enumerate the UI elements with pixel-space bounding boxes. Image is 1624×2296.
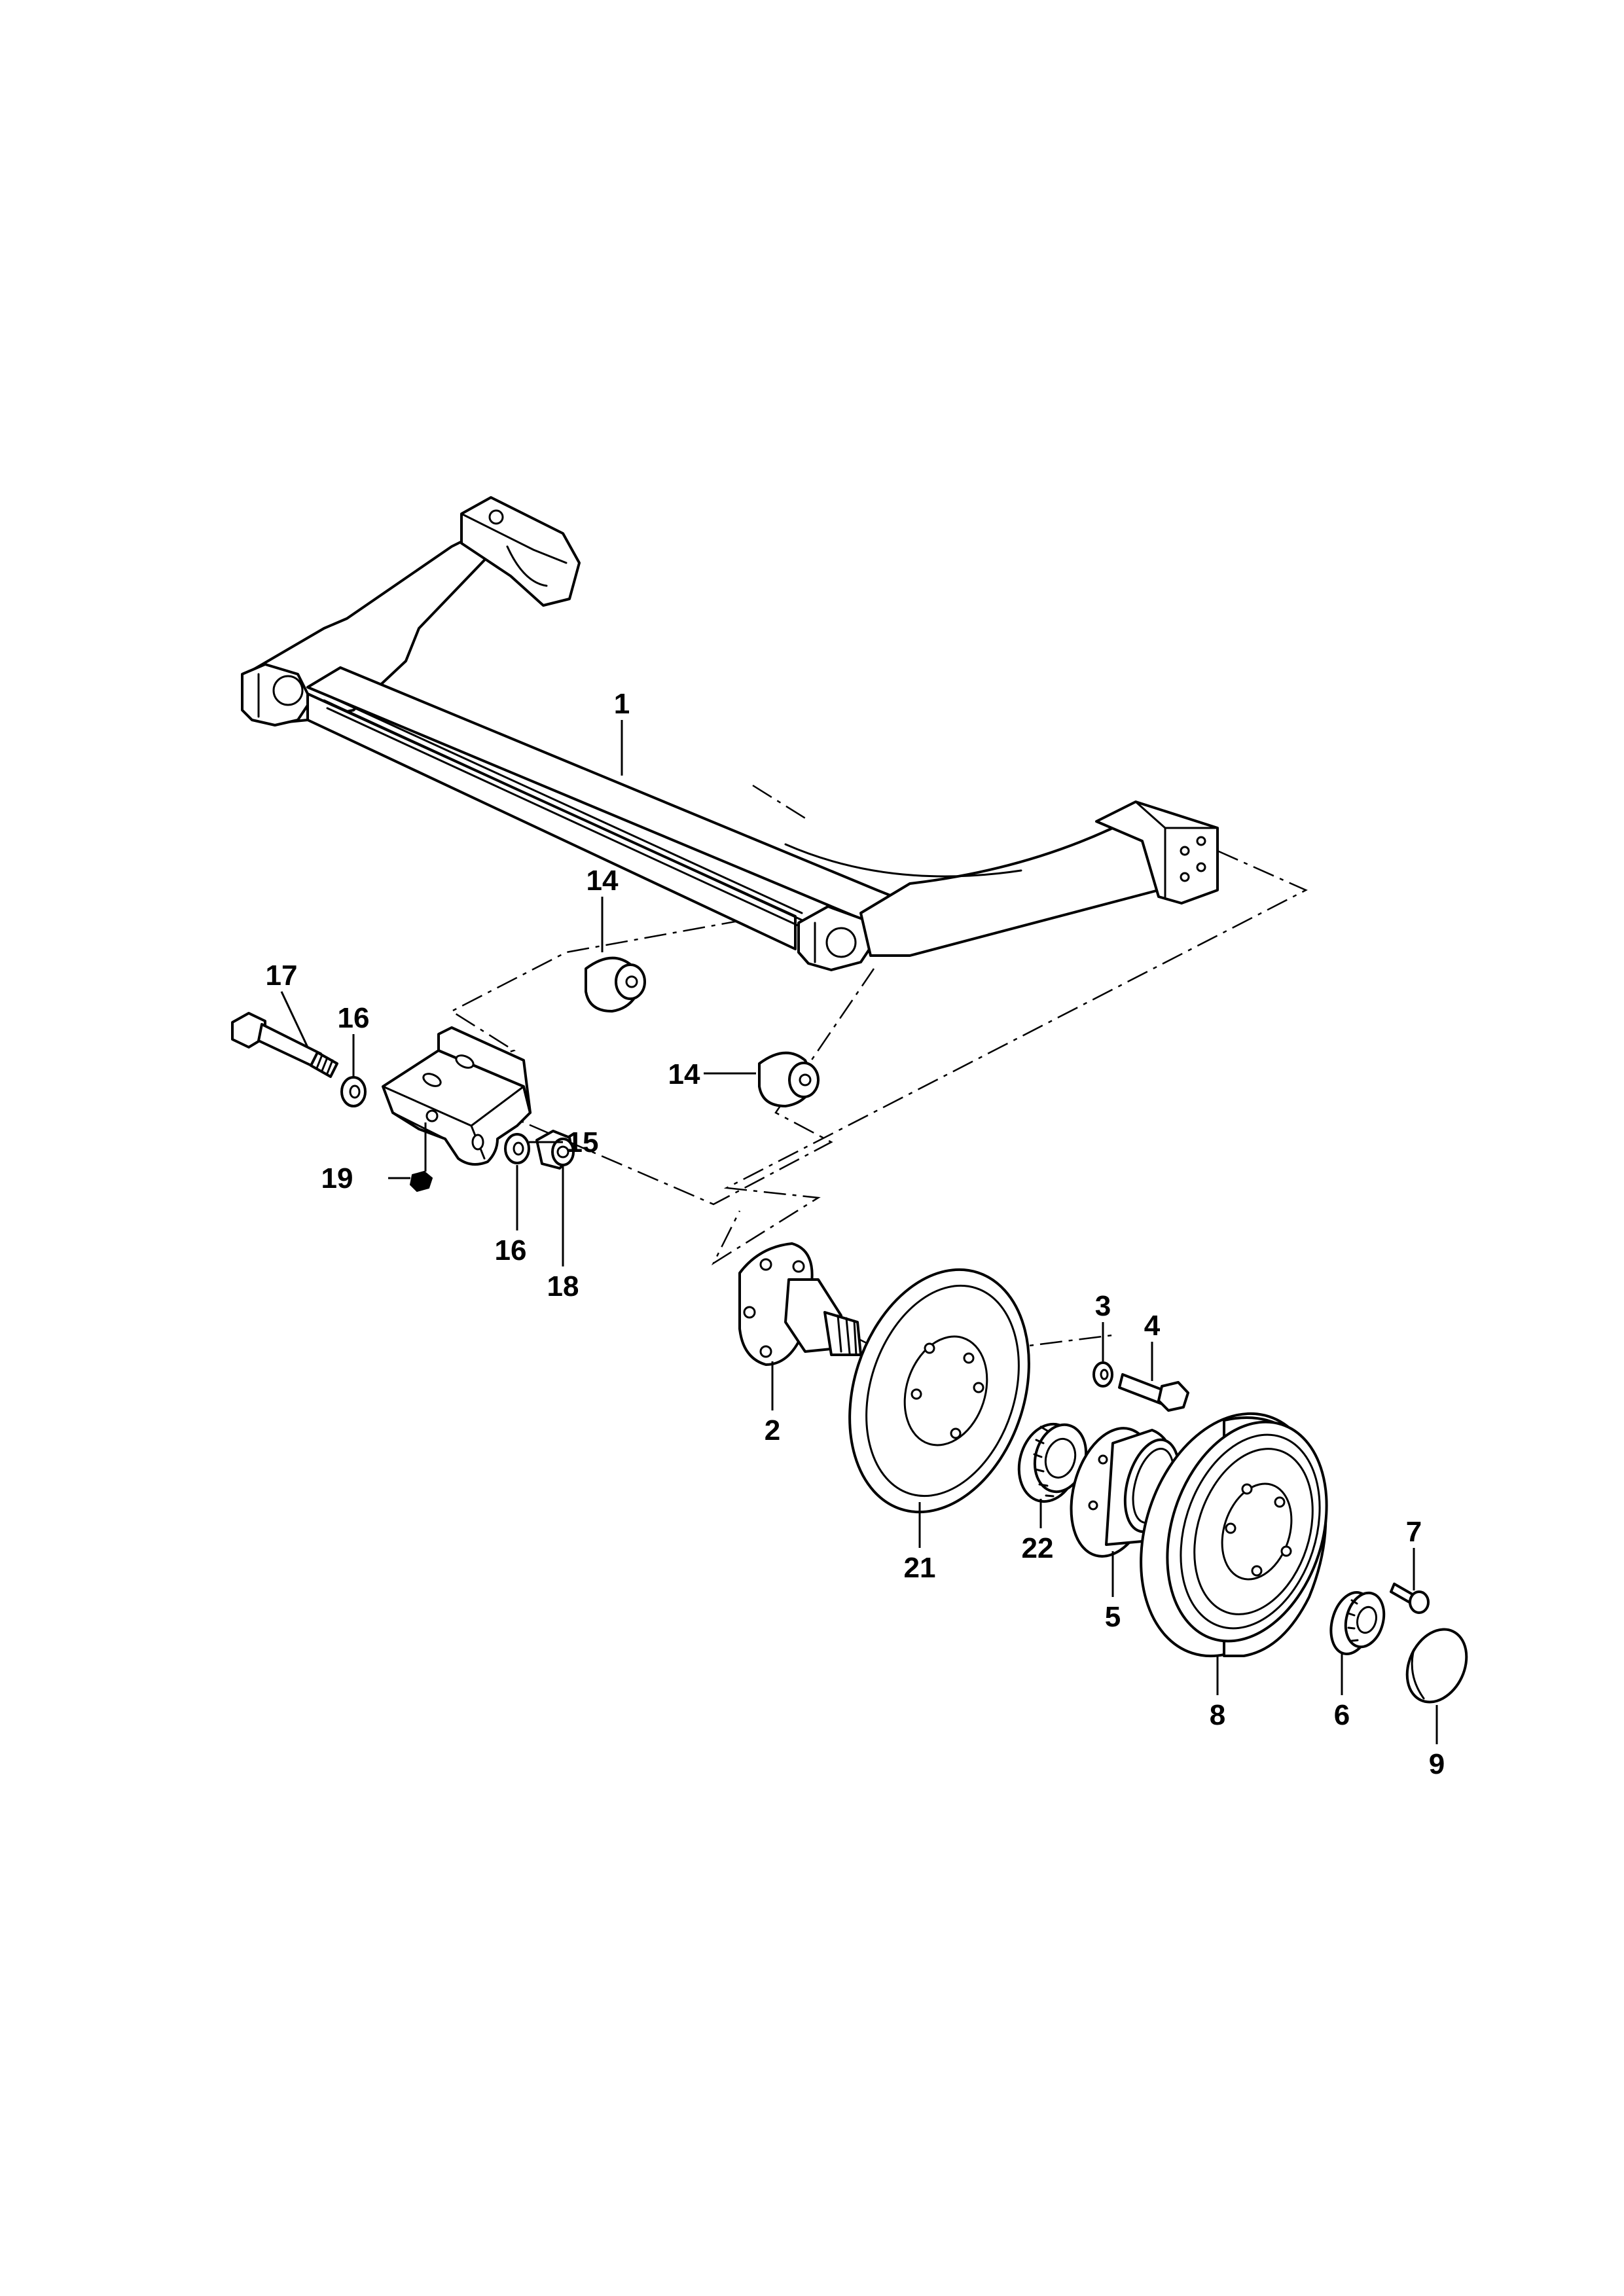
hub-nut: [1329, 1590, 1386, 1656]
callout-18: 18: [547, 1270, 579, 1302]
callout-5: 5: [1105, 1601, 1121, 1633]
leader-lines: [280, 720, 1438, 1744]
callout-22: 22: [1022, 1532, 1054, 1564]
dust-cap: [1405, 1628, 1468, 1704]
callout-19: 19: [321, 1162, 353, 1194]
small-nut: [409, 1170, 433, 1193]
long-bolt: [231, 1012, 338, 1078]
small-washer: [1092, 1361, 1113, 1388]
bushing-upper: [585, 956, 646, 1013]
stub-axle: [738, 1242, 862, 1366]
callout-1: 1: [614, 688, 630, 720]
callout-2: 2: [765, 1414, 780, 1446]
callout-21: 21: [904, 1552, 936, 1584]
rear-axle-beam: [241, 496, 1219, 971]
callout-8: 8: [1210, 1699, 1225, 1731]
callout-7: 7: [1406, 1516, 1422, 1548]
brake-drum: [1140, 1412, 1328, 1658]
callout-6: 6: [1334, 1699, 1350, 1731]
callout-14-upper: 14: [586, 865, 619, 897]
small-screw: [1390, 1583, 1430, 1614]
brake-backing-plate: [848, 1268, 1030, 1514]
washer-left: [340, 1076, 367, 1107]
callout-16-upper: 16: [338, 1002, 370, 1034]
callout-15: 15: [567, 1126, 599, 1158]
callout-3: 3: [1095, 1290, 1111, 1322]
callout-14-lower: 14: [668, 1058, 700, 1090]
callout-16-lower: 16: [495, 1234, 527, 1266]
hex-bolt: [1118, 1373, 1189, 1412]
abs-tone-ring: [1017, 1422, 1088, 1503]
callout-4: 4: [1144, 1310, 1161, 1342]
lock-nut: [535, 1130, 575, 1170]
washer-right: [504, 1133, 530, 1164]
callout-17: 17: [266, 960, 298, 992]
callout-9: 9: [1429, 1748, 1445, 1780]
mounting-bracket: [382, 1026, 532, 1166]
callout-labels: 1 14 14 17 16 15 19 16 18 2 21 22 5 3 4 …: [266, 688, 1445, 1780]
bushing-lower: [758, 1051, 820, 1107]
